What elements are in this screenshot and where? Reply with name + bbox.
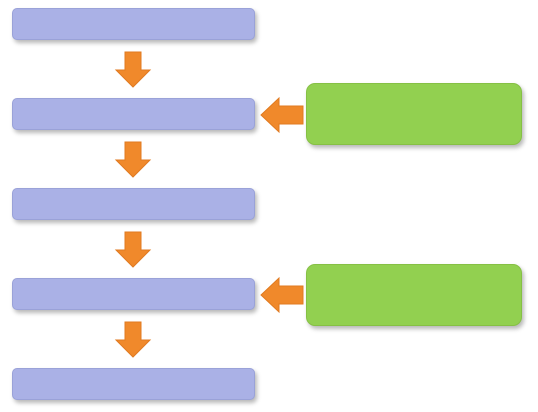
process-step-2 [12,98,255,130]
process-step-4 [12,278,255,310]
down-arrow-icon [114,51,152,88]
input-box-1 [306,83,522,145]
down-arrow-icon [114,321,152,358]
process-step-1 [12,8,255,40]
left-arrow-icon [260,96,304,134]
input-box-2 [306,264,522,326]
down-arrow-icon [114,231,152,268]
process-step-3 [12,188,255,220]
process-step-5 [12,368,255,400]
left-arrow-icon [260,276,304,314]
down-arrow-icon [114,141,152,178]
